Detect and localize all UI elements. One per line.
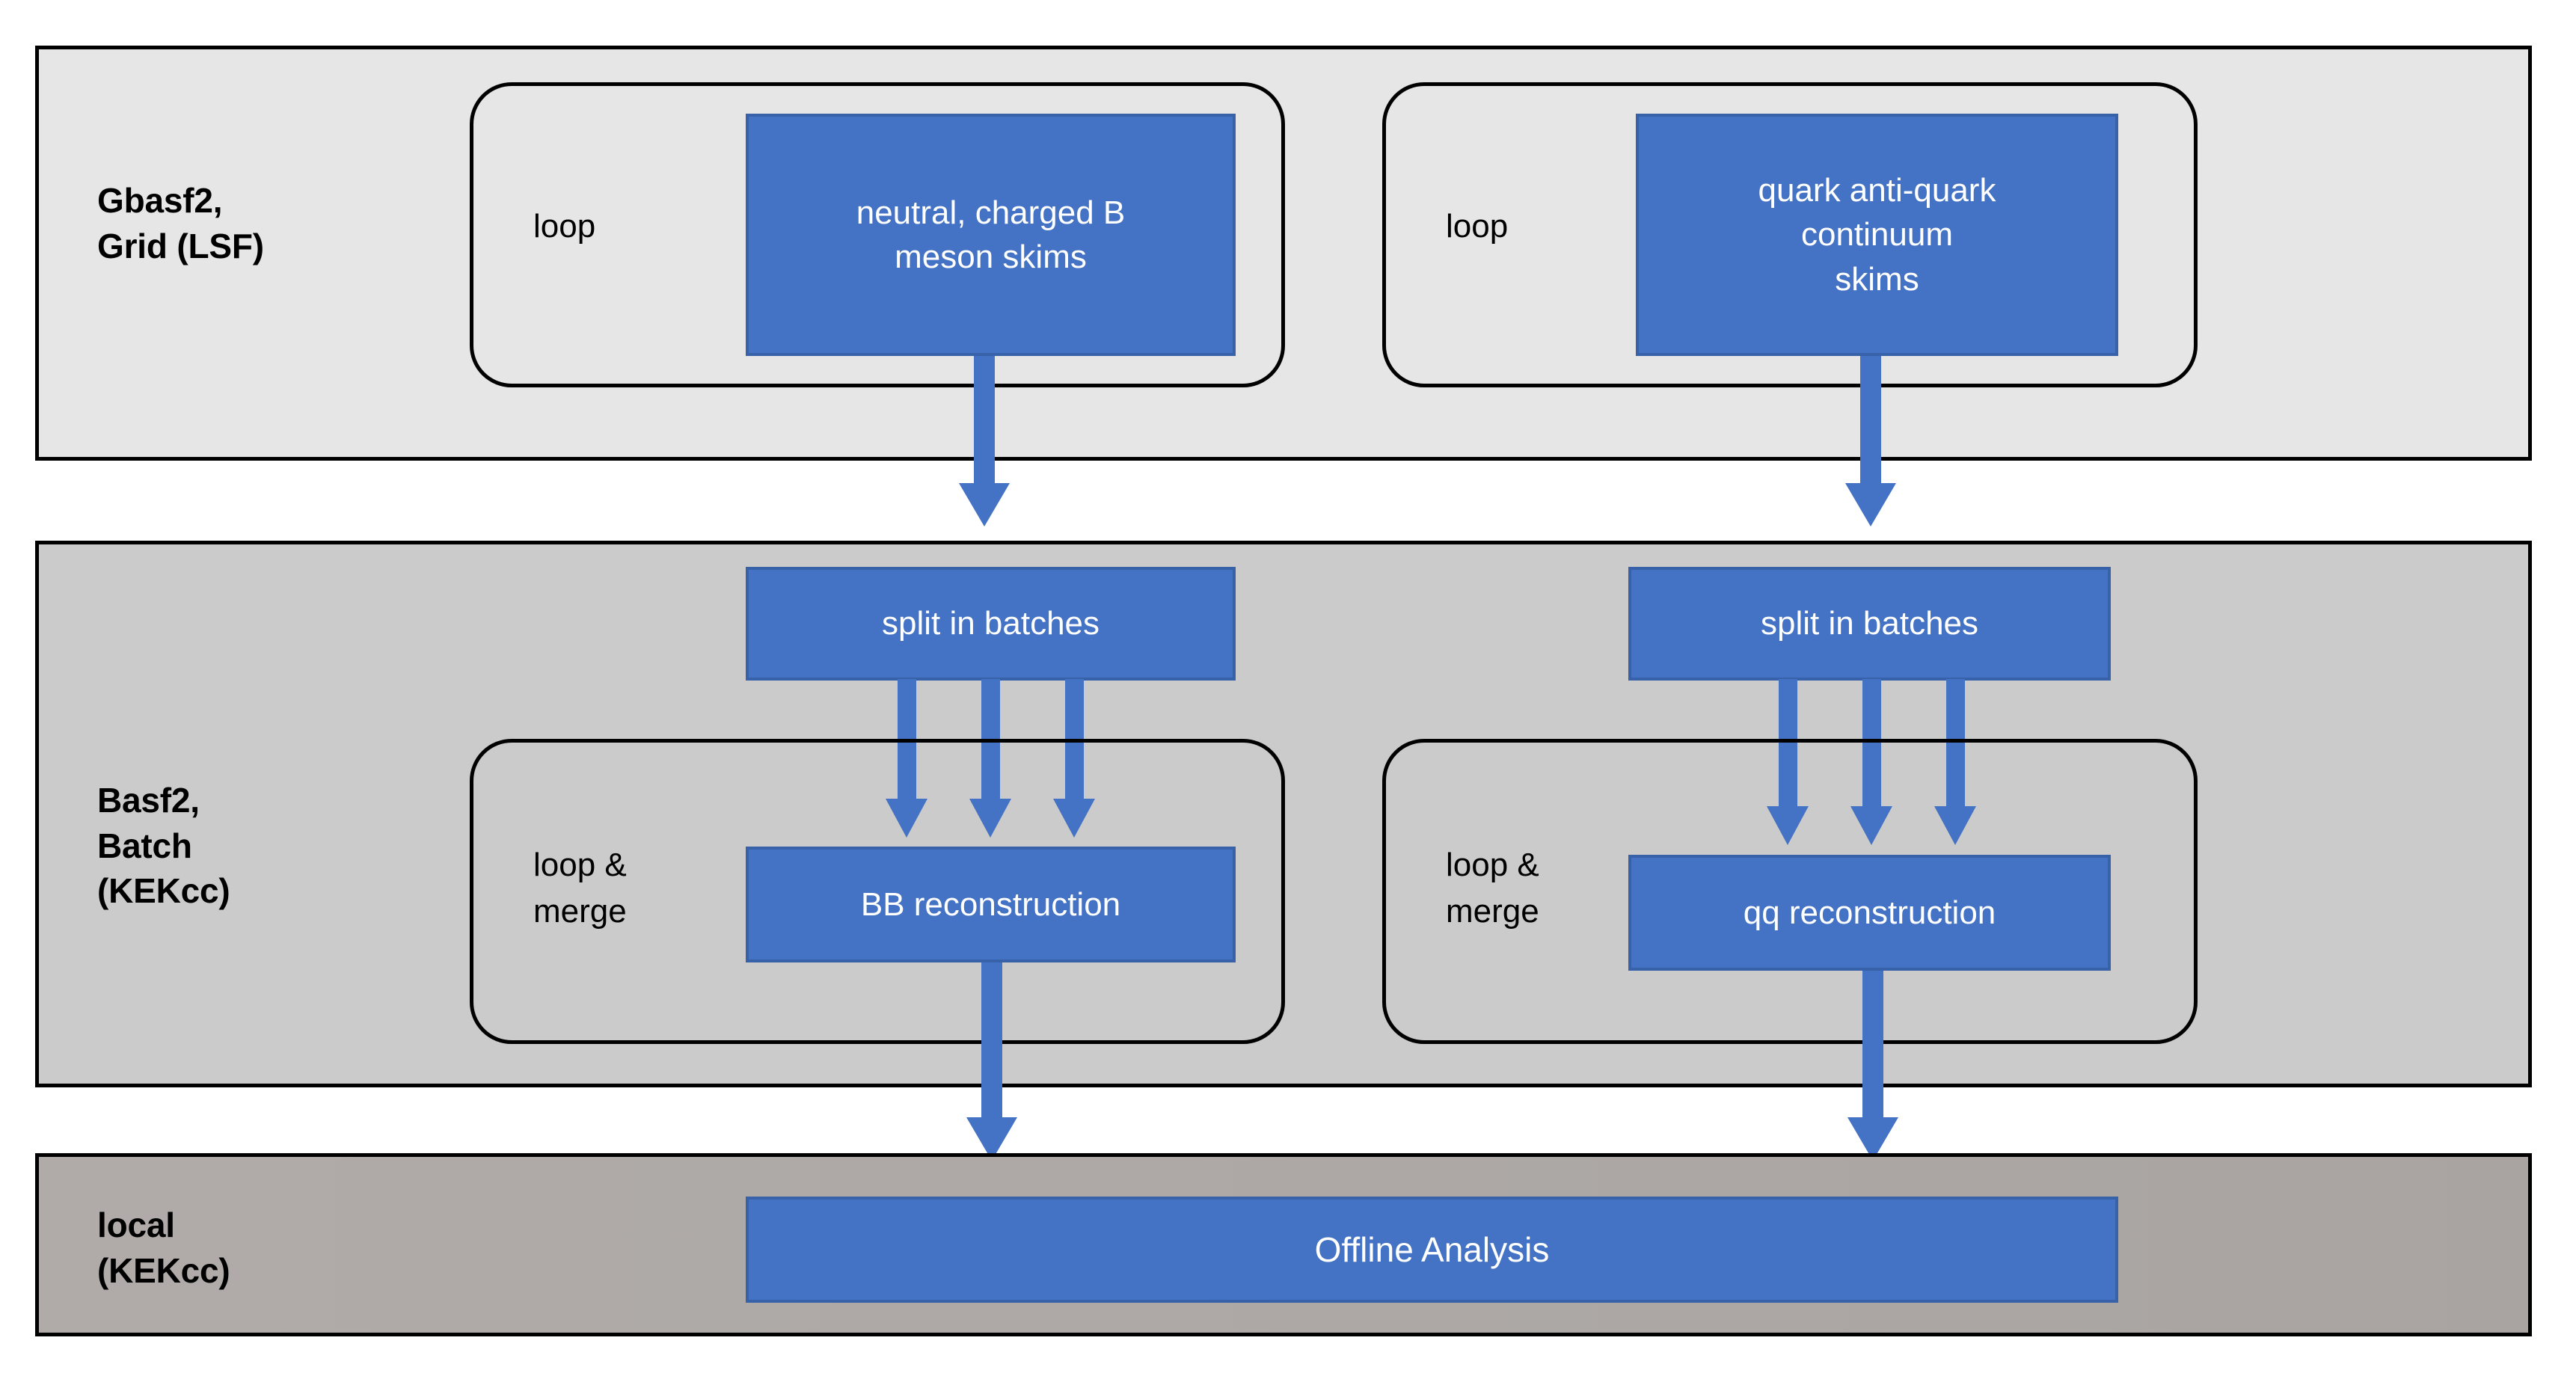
- arrow-head-bsplit-3: [1053, 799, 1095, 838]
- process-box-qq-reconstruction[interactable]: qq reconstruction: [1628, 855, 2111, 971]
- loop-group-continuum-skims: [1382, 82, 2198, 387]
- arrow-shaft-brec-to-offline: [981, 962, 1002, 1122]
- process-box-offline-analysis[interactable]: Offline Analysis: [746, 1197, 2118, 1303]
- arrow-head-bskim-to-bsplit: [959, 483, 1010, 526]
- loop-group-b-meson-skims: [470, 82, 1285, 387]
- arrow-head-qskim-to-qsplit: [1845, 483, 1896, 526]
- loop-label-b-meson-skims: loop: [533, 208, 596, 245]
- arrow-head-bsplit-2: [969, 799, 1011, 838]
- loop-group-bb-reconstruction: [470, 739, 1285, 1044]
- loop-label-bb-reconstruction: loop & merge: [533, 847, 627, 930]
- loop-label-continuum-skims: loop: [1446, 208, 1509, 245]
- arrow-shaft-bskim-to-bsplit: [974, 356, 995, 488]
- arrow-head-qsplit-1: [1767, 806, 1809, 845]
- arrow-shaft-qsplit-2: [1862, 679, 1881, 810]
- arrow-head-qsplit-3: [1934, 806, 1976, 845]
- arrow-shaft-qskim-to-qsplit: [1860, 356, 1881, 488]
- process-box-split-in-batches-right[interactable]: split in batches: [1628, 567, 2111, 681]
- arrow-shaft-qrec-to-offline: [1862, 971, 1883, 1122]
- band-label-local: local (KEKcc): [97, 1206, 230, 1290]
- loop-label-qq-reconstruction: loop & merge: [1446, 847, 1539, 930]
- band-label-batch: Basf2, Batch (KEKcc): [97, 781, 230, 911]
- process-box-split-in-batches-left[interactable]: split in batches: [746, 567, 1236, 681]
- band-label-grid: Gbasf2, Grid (LSF): [97, 181, 264, 265]
- process-box-bb-reconstruction[interactable]: BB reconstruction: [746, 847, 1236, 962]
- arrow-head-qsplit-2: [1850, 806, 1892, 845]
- loop-group-qq-reconstruction: [1382, 739, 2198, 1044]
- arrow-shaft-qsplit-1: [1779, 679, 1797, 810]
- process-box-continuum-skims[interactable]: quark anti-quark continuum skims: [1636, 114, 2118, 356]
- arrow-head-bsplit-1: [886, 799, 927, 838]
- arrow-shaft-qsplit-3: [1946, 679, 1965, 810]
- process-box-b-meson-skims[interactable]: neutral, charged B meson skims: [746, 114, 1236, 356]
